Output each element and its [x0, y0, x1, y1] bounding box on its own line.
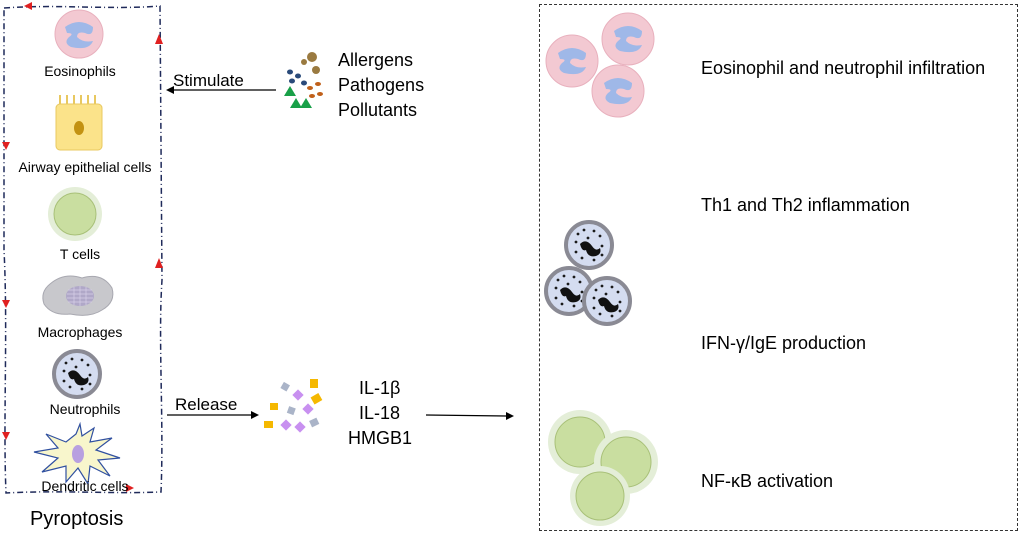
pyroptosis-cycle-border	[2, 2, 163, 494]
t-cell-cluster-icon	[548, 410, 658, 526]
effect-arrow	[425, 412, 514, 420]
cycle-arrow-6	[2, 432, 10, 440]
eosinophil-icon	[54, 9, 104, 59]
effects-panel	[539, 4, 1018, 531]
stimuli-particles-icon	[284, 52, 323, 108]
pyroptosis-title: Pyroptosis	[30, 508, 124, 530]
cycle-arrow-5	[2, 300, 10, 308]
cell-label-dendritic: Dendritic cells	[41, 478, 129, 494]
cycle-arrow-7	[126, 484, 134, 492]
pyroptosis-panel: Eosinophils Airway epithelial cells T ce…	[0, 0, 170, 530]
cytokine-il18: IL-18	[359, 403, 401, 423]
cycle-arrow-3	[2, 142, 10, 150]
cell-label-macrophages: Macrophages	[37, 324, 123, 340]
cell-label-airway-epithelial: Airway epithelial cells	[18, 159, 152, 175]
cell-label-eosinophils: Eosinophils	[44, 63, 116, 79]
stimulate-arrow	[166, 86, 276, 94]
effect-nfkb: NF-κB activation	[701, 471, 834, 491]
cell-label-neutrophils: Neutrophils	[49, 401, 121, 417]
cytokines-icon	[264, 379, 323, 433]
macrophage-icon	[42, 275, 114, 316]
cycle-arrow-1	[24, 2, 32, 10]
t-cell-icon	[48, 187, 102, 241]
neutrophil-cluster-icon	[544, 220, 632, 326]
stimulus-allergens: Allergens	[338, 50, 414, 70]
stimulus-pathogens: Pathogens	[338, 75, 425, 95]
eosinophil-cluster-icon	[545, 12, 655, 118]
effect-infiltration: Eosinophil and neutrophil infiltration	[701, 58, 986, 78]
stimulate-label: Stimulate	[173, 71, 244, 90]
cytokine-hmgb1: HMGB1	[348, 428, 413, 448]
cell-label-t-cells: T cells	[59, 246, 101, 262]
dendritic-cell-icon	[33, 421, 121, 486]
cycle-arrow-4	[155, 258, 163, 268]
release-label: Release	[175, 395, 238, 414]
cytokine-il1b: IL-1β	[359, 378, 401, 398]
epithelial-cell-icon	[55, 95, 103, 151]
release-arrow	[167, 411, 259, 419]
stimulus-pollutants: Pollutants	[338, 100, 418, 120]
neutrophil-icon	[52, 349, 102, 399]
cycle-arrow-2	[155, 34, 163, 44]
effect-ifn-ige: IFN-γ/IgE production	[701, 333, 867, 353]
effect-th-inflammation: Th1 and Th2 inflammation	[701, 195, 910, 215]
